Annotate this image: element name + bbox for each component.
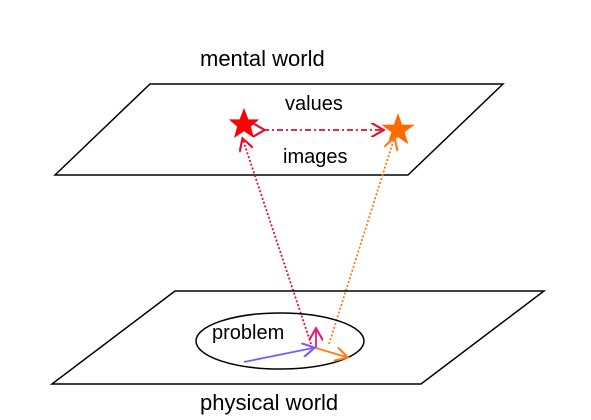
mental-world-plane (53, 83, 505, 176)
mental-world-label: mental world (200, 46, 325, 71)
physical-world-label: physical world (200, 390, 338, 415)
blue-arrow (243, 348, 313, 363)
values-label: values (285, 93, 343, 115)
problem-label: problem (212, 322, 284, 344)
problem-ellipse (195, 312, 365, 370)
orange-dotted-path (328, 139, 394, 345)
values-star-icon (228, 108, 260, 138)
orange-arrow (315, 348, 346, 357)
images-label: images (283, 146, 347, 168)
physical-world-plane (49, 290, 547, 385)
images-star-icon (381, 113, 415, 145)
